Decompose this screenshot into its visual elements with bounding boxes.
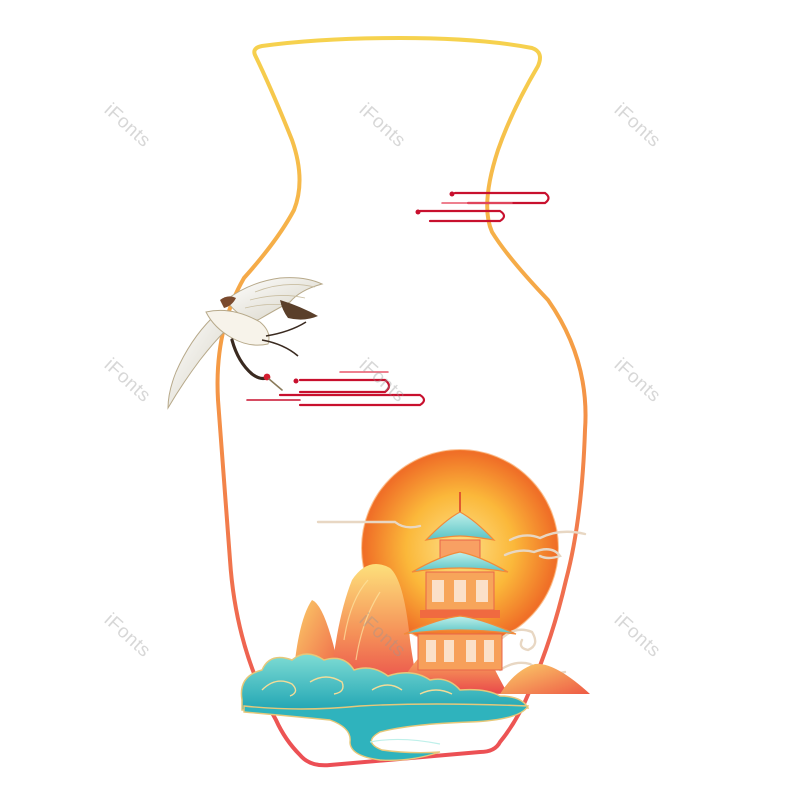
pagoda — [403, 492, 517, 671]
wispy-clouds — [316, 520, 587, 675]
cloud-lines-middle — [246, 371, 426, 407]
crane-illustration — [167, 277, 324, 410]
cloud-lines-upper — [415, 191, 550, 223]
teal-clouds — [240, 653, 530, 762]
